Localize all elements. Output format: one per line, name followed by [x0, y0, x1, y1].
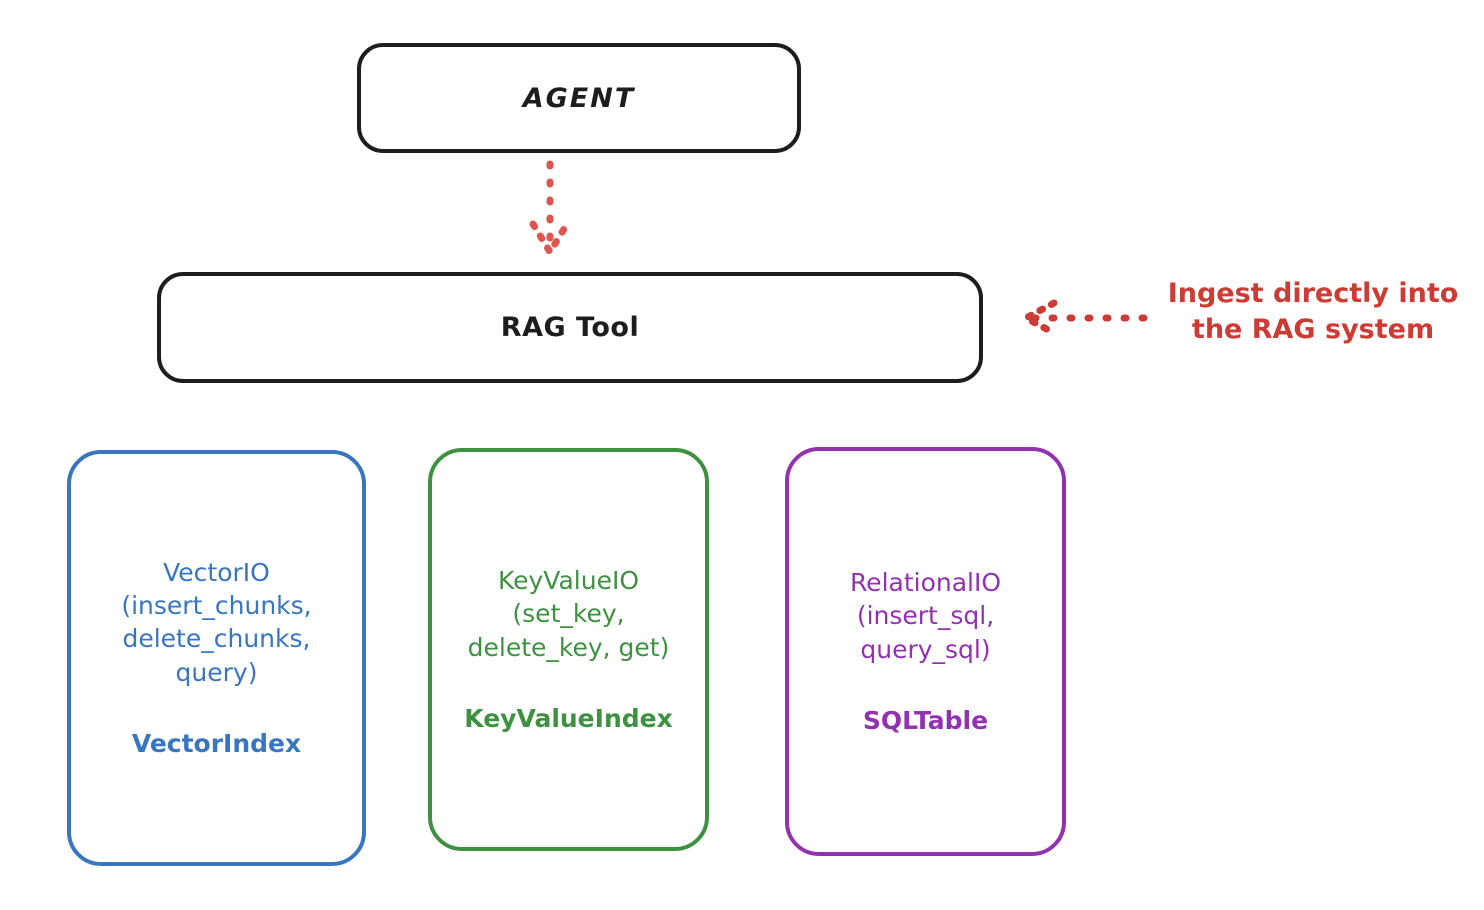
node-key-value-io[interactable]: KeyValueIO (set_key, delete_key, get) Ke… [428, 448, 709, 851]
node-key-value-io-index-label: KeyValueIndex [464, 703, 673, 733]
annotation-ingest-note: Ingest directly into the RAG system [1167, 278, 1459, 345]
node-vector-io-api-label: VectorIO (insert_chunks, delete_chunks, … [121, 557, 312, 687]
node-rag-tool[interactable]: RAG Tool [157, 272, 983, 383]
node-agent-label: AGENT [522, 82, 636, 114]
node-relational-io[interactable]: RelationalIO (insert_sql, query_sql) SQL… [785, 447, 1066, 856]
node-relational-io-index-label: SQLTable [862, 705, 989, 735]
node-vector-io[interactable]: VectorIO (insert_chunks, delete_chunks, … [67, 450, 366, 866]
node-agent[interactable]: AGENT [357, 43, 801, 153]
node-rag-tool-label: RAG Tool [500, 312, 640, 343]
node-relational-io-api-label: RelationalIO (insert_sql, query_sql) [849, 568, 1002, 664]
node-vector-io-index-label: VectorIndex [131, 728, 302, 758]
node-key-value-io-api-label: KeyValueIO (set_key, delete_key, get) [467, 566, 670, 662]
connector-agent-to-rag-tool-arrow-icon [529, 160, 571, 256]
connector-note-to-rag-tool-arrow-icon [1022, 299, 1148, 337]
